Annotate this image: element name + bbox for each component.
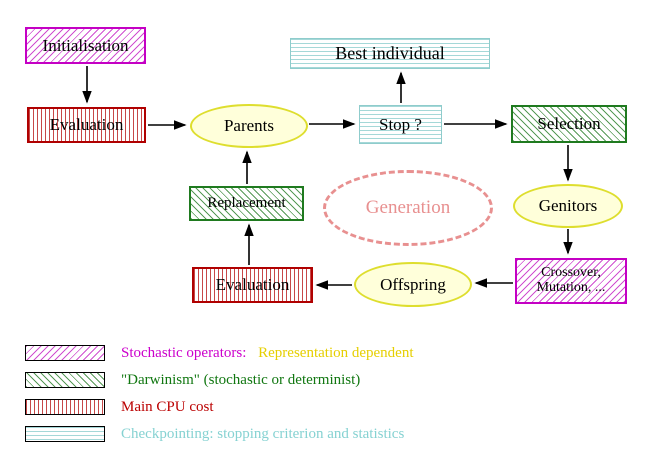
legend-item-darwinism: "Darwinism" (stochastic or determinist) — [25, 371, 360, 389]
node-stop: Stop ? — [359, 105, 442, 144]
node-best-individual: Best individual — [290, 38, 490, 69]
legend-item-checkpointing: Checkpointing: stopping criterion and st… — [25, 425, 404, 443]
node-evaluation-top: Evaluation — [27, 107, 146, 143]
stochastic-operators-label: Stochastic operators: — [121, 344, 247, 361]
node-replacement: Replacement — [189, 186, 304, 221]
representation-dependent-label: Representation dependent — [258, 344, 414, 361]
node-evaluation-bottom: Evaluation — [192, 267, 313, 303]
cyan-stripes-swatch — [25, 426, 105, 442]
legend-label: Stochastic operators: Representation dep… — [121, 345, 414, 362]
crossover-line2: Mutation, ... — [536, 280, 606, 295]
magenta-hatch-swatch — [25, 345, 105, 361]
node-initialisation: Initialisation — [25, 27, 146, 64]
checkpointing-label: Checkpointing: stopping criterion and st… — [121, 425, 405, 442]
node-selection: Selection — [511, 105, 627, 143]
legend-item-main-cpu-cost: Main CPU cost — [25, 398, 214, 416]
legend-item-stochastic-operators: Stochastic operators: Representation dep… — [25, 344, 414, 362]
red-stripes-swatch — [25, 399, 105, 415]
main-cpu-cost-label: Main CPU cost — [121, 398, 214, 415]
node-genitors: Genitors — [513, 184, 623, 228]
crossover-line1: Crossover, — [541, 265, 601, 281]
node-crossover-mutation: Crossover, Mutation, ... — [515, 258, 627, 304]
node-parents: Parents — [190, 104, 308, 148]
generation-loop-label: Generation — [323, 170, 493, 246]
darwinism-label: "Darwinism" (stochastic or determinist) — [121, 371, 361, 388]
green-hatch-swatch — [25, 372, 105, 388]
node-offspring: Offspring — [354, 262, 472, 307]
